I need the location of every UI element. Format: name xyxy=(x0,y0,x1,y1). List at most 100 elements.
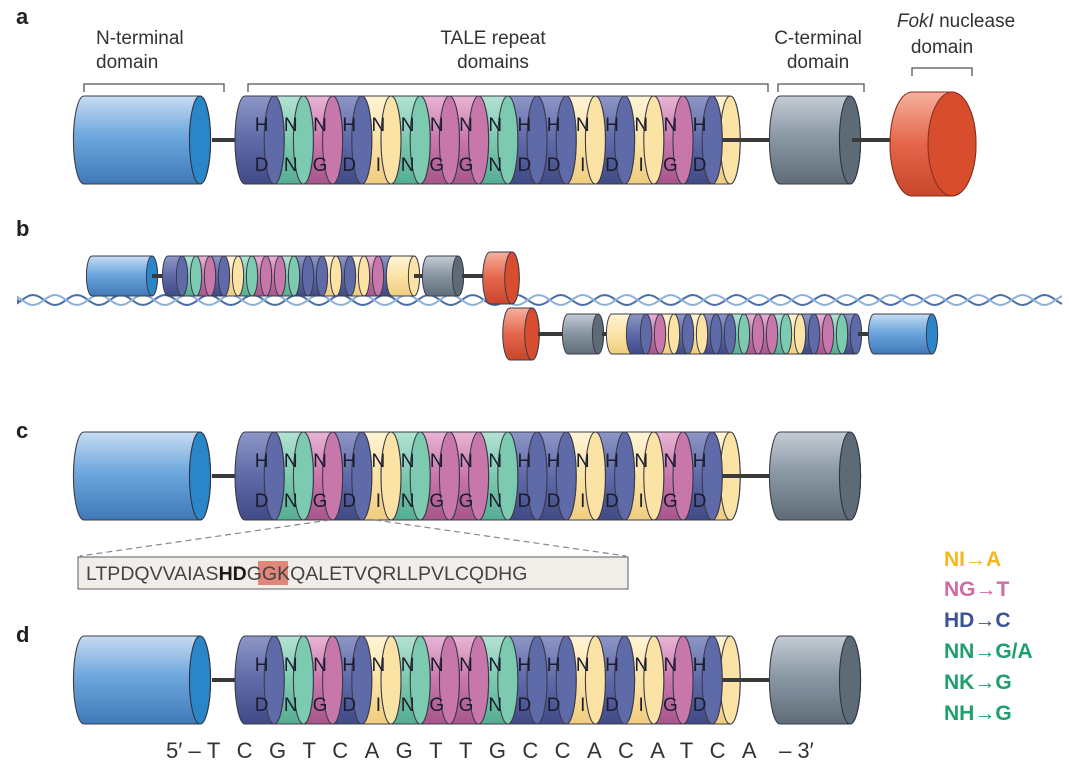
rvd-top-9: N xyxy=(488,655,502,676)
panel-label-b: b xyxy=(16,216,29,241)
sequence-after: GGKQALETVQRLLPVLCQDHG xyxy=(247,563,528,585)
repeat-small-8-face xyxy=(273,255,287,297)
n-terminal-domain-face xyxy=(188,95,212,185)
rvd-top-6: N xyxy=(401,655,415,676)
rvd-bottom-9: N xyxy=(488,155,502,176)
repeat-face xyxy=(526,431,548,521)
rvd-bottom-3: G xyxy=(313,155,328,176)
repeat-face xyxy=(292,635,314,725)
rvd-bottom-14: I xyxy=(639,695,644,716)
rvd-bottom-8: G xyxy=(459,491,474,512)
rvd-top-10: H xyxy=(518,451,532,472)
repeat-face xyxy=(672,431,694,521)
repeat-small-3-face xyxy=(203,255,217,297)
n-terminal-label-line2: domain xyxy=(96,52,158,73)
rvd-legend: NI→A NG→T HD→C NN→G/A NK→G NH→G xyxy=(944,548,1033,725)
n-terminal-label: N-terminal domain xyxy=(96,28,184,73)
sequence-before: LTPDQVVAIAS xyxy=(86,563,219,585)
dna-bases: TCGTCAGTTGCCACATCA xyxy=(207,738,773,763)
foki-domain-small-face xyxy=(504,251,520,305)
repeat-face xyxy=(584,431,606,521)
rvd-bottom-2: N xyxy=(284,695,298,716)
rvd-top-3: N xyxy=(313,115,327,136)
c-terminal-label-line2: domain xyxy=(787,52,849,73)
repeat-face xyxy=(672,95,694,185)
c-terminal-domain-small xyxy=(421,255,465,297)
rvd-bottom-4: D xyxy=(342,491,356,512)
repeat-small-12-face xyxy=(793,313,807,355)
repeat-small-11-face xyxy=(315,255,329,297)
repeat-face xyxy=(263,431,285,521)
repeat-small-13-face xyxy=(807,313,821,355)
rvd-top-5: N xyxy=(372,655,386,676)
rvd-bottom-14: I xyxy=(639,155,644,176)
rvd-bottom-16: D xyxy=(693,155,707,176)
repeat-small-6-face xyxy=(709,313,723,355)
rvd-bottom-12: I xyxy=(580,155,585,176)
repeat-face xyxy=(263,635,285,725)
repeat-face xyxy=(497,431,519,521)
repeat-face xyxy=(614,635,636,725)
n-terminal-bracket xyxy=(83,83,225,92)
repeat-face xyxy=(351,431,373,521)
repeat-small-14-face xyxy=(357,255,371,297)
repeat-face xyxy=(409,431,431,521)
rvd-top-6: N xyxy=(401,115,415,136)
repeat-face xyxy=(497,95,519,185)
n-terminal-domain xyxy=(72,95,212,185)
rvd-bottom-1: D xyxy=(255,695,269,716)
repeat-face xyxy=(380,635,402,725)
repeat-small-15-face xyxy=(371,255,385,297)
panel-label-a: a xyxy=(16,4,29,29)
rvd-top-14: N xyxy=(634,451,648,472)
rvd-bottom-13: D xyxy=(605,155,619,176)
repeat-face xyxy=(643,95,665,185)
rvd-top-4: H xyxy=(342,451,356,472)
rvd-bottom-8: G xyxy=(459,155,474,176)
rvd-top-7: N xyxy=(430,655,444,676)
rvd-top-5: N xyxy=(372,115,386,136)
tale-construct-c: NIHDNGNIHDNIHDHDNNNGNGNNNIHDNGNNHD xyxy=(72,431,862,521)
c-terminal-domain xyxy=(768,635,862,725)
rvd-bottom-15: G xyxy=(663,695,678,716)
repeat-face xyxy=(292,431,314,521)
rvd-top-16: H xyxy=(693,451,707,472)
rvd-bottom-4: D xyxy=(342,155,356,176)
repeat-face xyxy=(322,635,344,725)
rvd-top-12: N xyxy=(576,655,590,676)
talen-right xyxy=(502,307,939,361)
repeat-small-1 xyxy=(625,313,653,355)
repeat-small-3-face xyxy=(667,313,681,355)
rvd-top-8: N xyxy=(459,655,473,676)
rvd-bottom-2: N xyxy=(284,491,298,512)
rvd-top-4: H xyxy=(342,115,356,136)
rvd-bottom-2: N xyxy=(284,155,298,176)
foki-domain-small xyxy=(502,307,540,361)
repeat-small-9-face xyxy=(287,255,301,297)
rvd-top-15: N xyxy=(664,655,678,676)
rvd-bottom-7: G xyxy=(429,695,444,716)
c-terminal-domain-small-face xyxy=(591,313,605,355)
n-terminal-domain-small xyxy=(867,313,939,355)
repeat-face xyxy=(555,431,577,521)
repeat-face xyxy=(614,431,636,521)
repeat-small-1-face xyxy=(639,313,653,355)
tale-repeat-label-line2: domains xyxy=(457,52,529,73)
rvd-bottom-3: G xyxy=(313,491,328,512)
repeat-small-10-face xyxy=(301,255,315,297)
rvd-bottom-6: N xyxy=(401,695,415,716)
rvd-bottom-9: N xyxy=(488,491,502,512)
rvd-bottom-4: D xyxy=(342,695,356,716)
repeat-face xyxy=(438,95,460,185)
rvd-bottom-5: I xyxy=(376,695,381,716)
c-terminal-domain-face xyxy=(838,431,862,521)
repeat-small-10-face xyxy=(765,313,779,355)
rvd-top-8: N xyxy=(459,115,473,136)
rvd-top-16: H xyxy=(693,115,707,136)
n-terminal-domain-small xyxy=(85,255,159,297)
foki-bracket xyxy=(911,67,973,76)
repeat-face xyxy=(672,635,694,725)
dna-strand-1 xyxy=(17,293,1063,307)
repeat-small-15-face xyxy=(835,313,849,355)
